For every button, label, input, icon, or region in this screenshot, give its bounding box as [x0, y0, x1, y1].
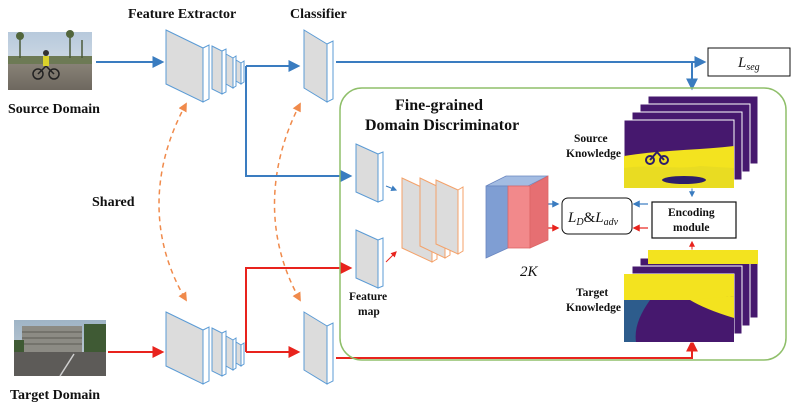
source-domain-label: Source Domain [8, 102, 100, 117]
target-feature-map [355, 229, 384, 289]
two-k-label: 2K [520, 264, 539, 280]
shared-label: Shared [92, 195, 135, 210]
source-domain-image [8, 30, 92, 90]
discriminator-container [339, 87, 787, 361]
target-knowledge-label-line1: Target [576, 287, 608, 299]
source-feature-extractor [165, 29, 245, 103]
svg-text:module: module [673, 222, 709, 234]
feature-map-label-line1: Feature [349, 291, 387, 303]
source-knowledge-label-line1: Source [574, 133, 608, 145]
svg-text:LD&Ladv: LD&Ladv [567, 210, 619, 228]
encoding-module-box: Encoding module [651, 201, 737, 239]
discriminator-loss-box: LD&Ladv [561, 197, 633, 235]
feature-extractor-label: Feature Extractor [128, 7, 236, 22]
discriminator-title-line1: Fine-grained [395, 97, 483, 114]
target-domain-label: Target Domain [10, 388, 100, 403]
two-k-output-block [485, 175, 549, 259]
source-knowledge-label-line2: Knowledge [566, 148, 621, 160]
l-seg-loss-box: Lseg [707, 47, 791, 77]
target-classifier [303, 311, 334, 385]
feature-map-label-line2: map [358, 306, 380, 318]
shared-weights-arrows [158, 102, 301, 302]
discriminator-title-line2: Domain Discriminator [365, 117, 519, 134]
svg-text:Lseg: Lseg [737, 55, 760, 73]
target-knowledge-label-line2: Knowledge [566, 302, 621, 314]
classifier-label: Classifier [290, 7, 347, 22]
source-knowledge-heatmaps [623, 95, 759, 189]
target-knowledge-heatmaps [623, 249, 759, 343]
source-feature-map [355, 143, 384, 203]
target-domain-image [14, 320, 106, 377]
source-classifier [303, 29, 334, 103]
svg-text:Encoding: Encoding [668, 207, 715, 219]
discriminator-conv-layers [401, 177, 464, 263]
target-feature-extractor [165, 311, 245, 385]
